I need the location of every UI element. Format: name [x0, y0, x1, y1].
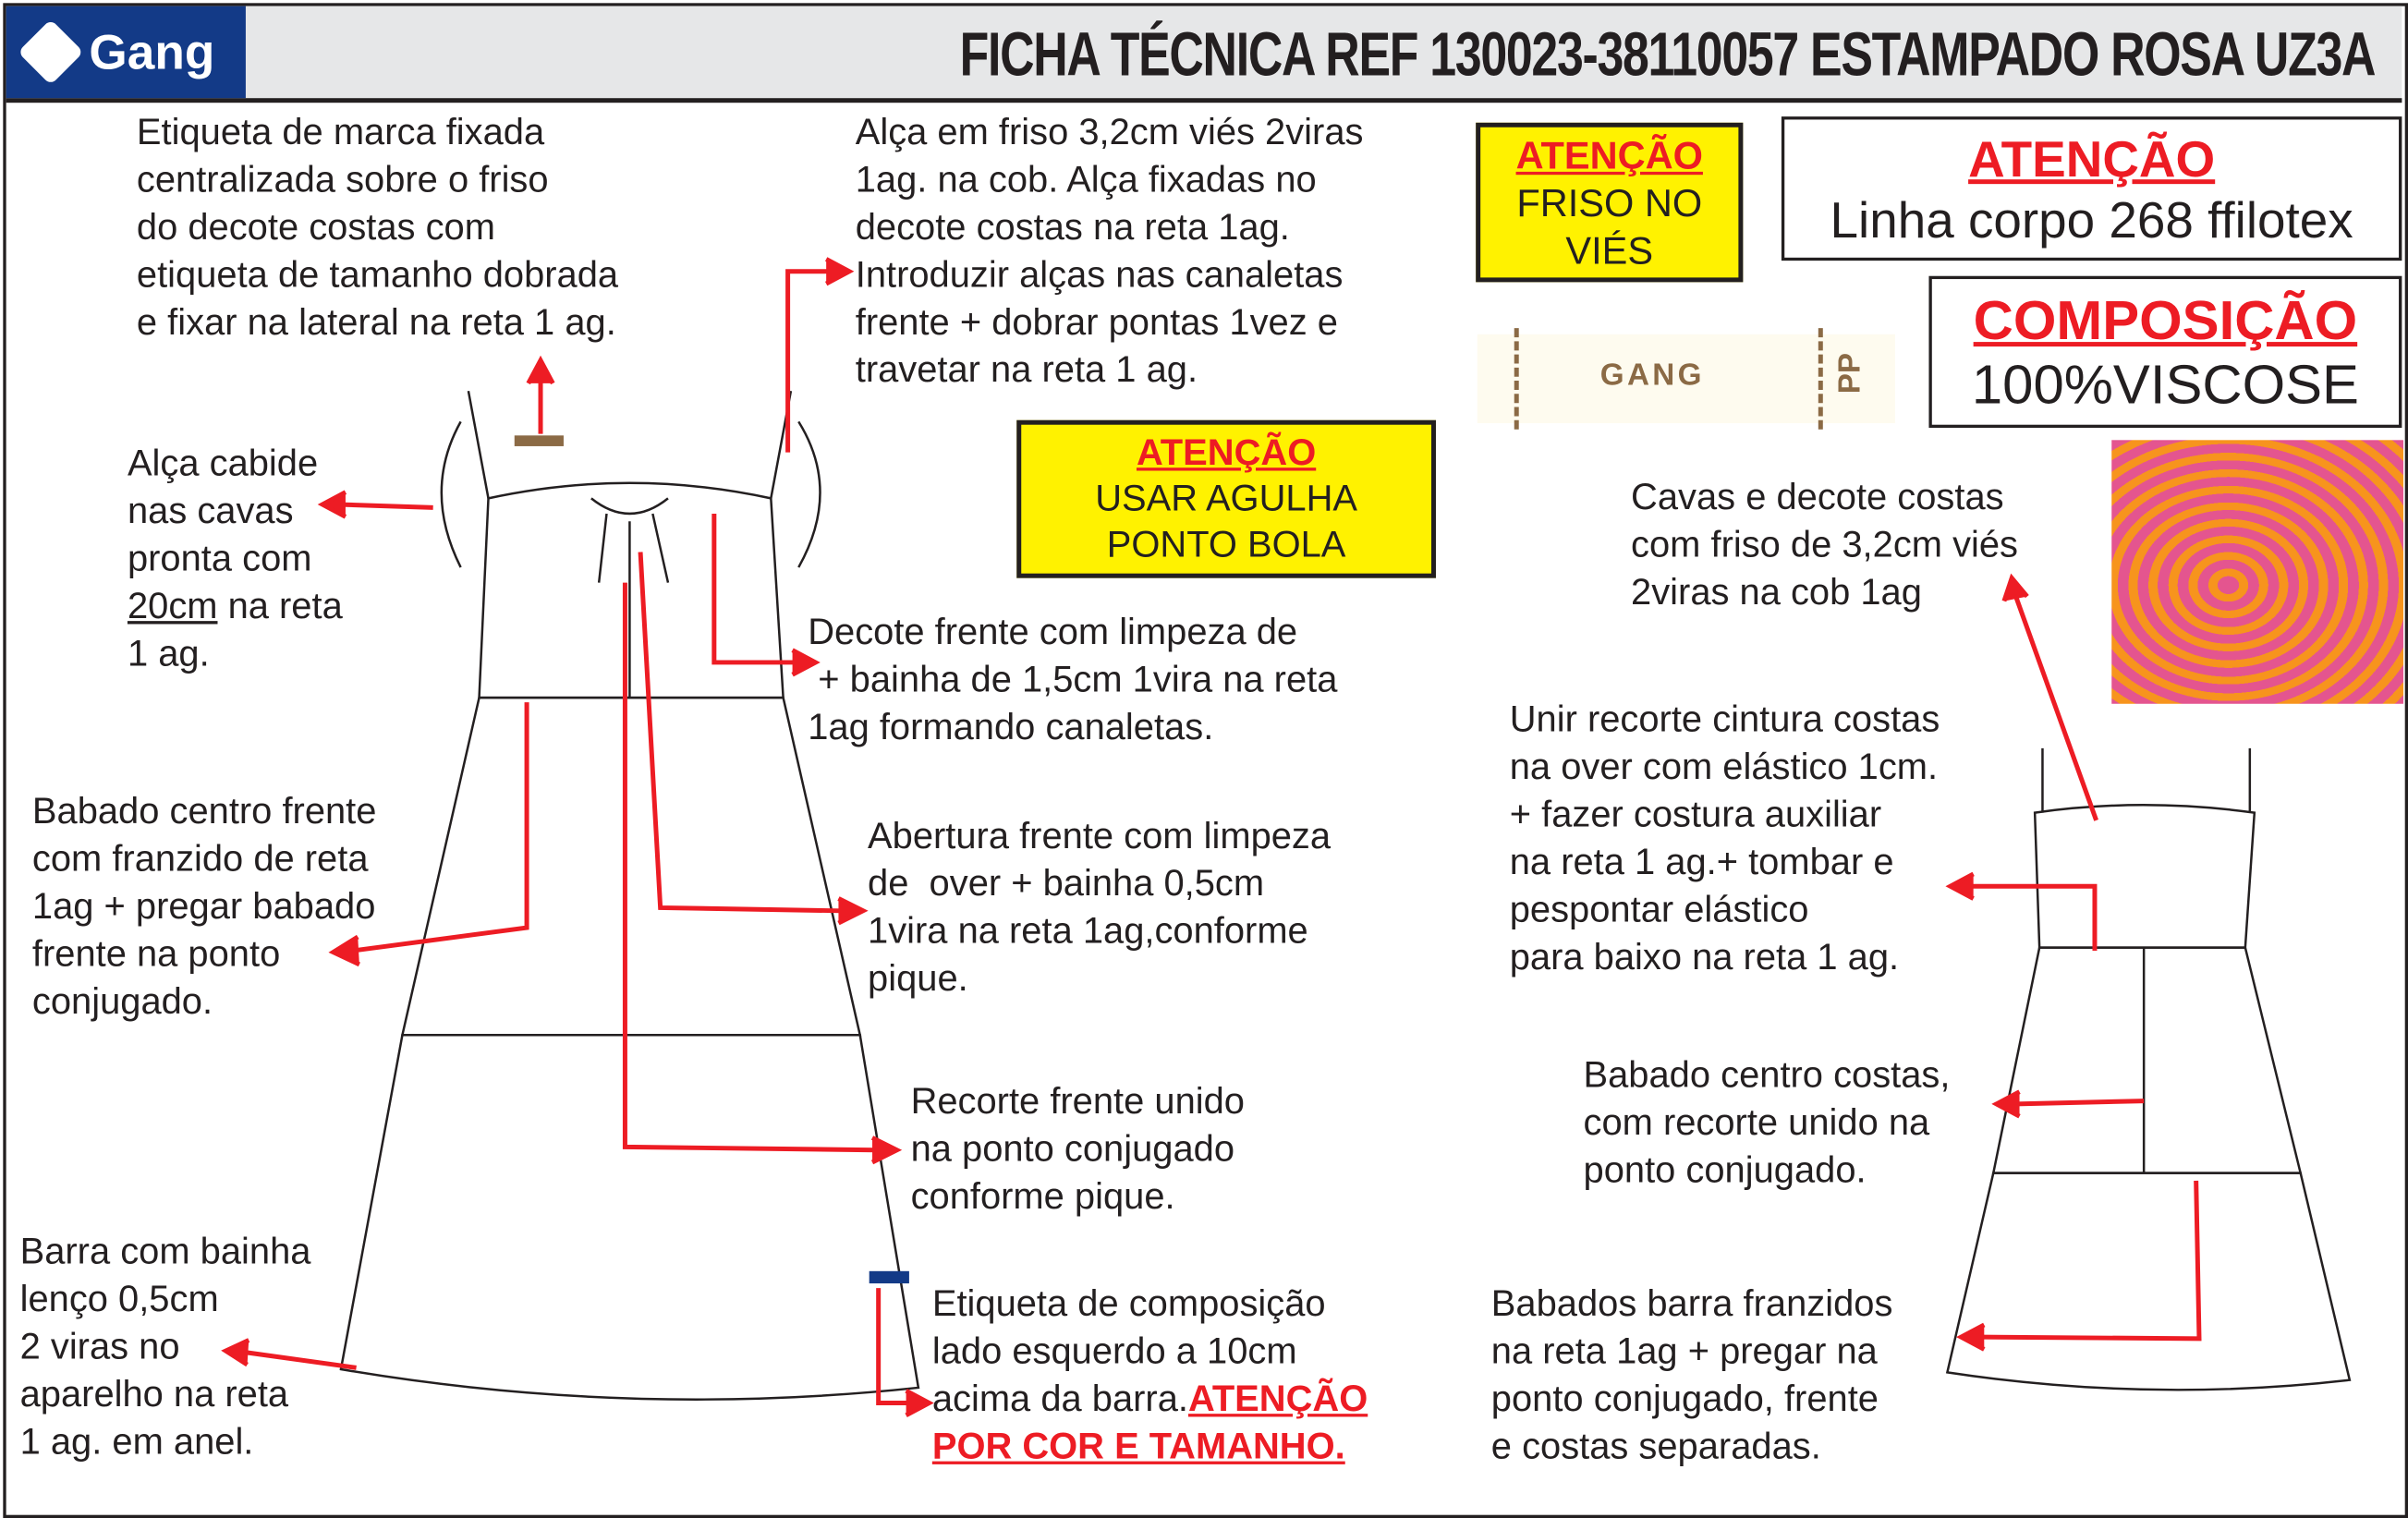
- back-dress-sketch: [1945, 747, 2352, 1391]
- note-text: Alça cabide nas cavas pronta com: [127, 443, 319, 580]
- brand-logo: Gang: [6, 6, 246, 99]
- sheet-frame: [3, 3, 2408, 1518]
- note-babados-barra: Babados barra franzidos na reta 1ag + pr…: [1490, 1283, 1893, 1468]
- alert-title: ATENÇÃO: [1968, 130, 2216, 188]
- note-barra: Barra com bainha lenço 0,5cm 2 viras no …: [19, 1231, 311, 1463]
- stitch-line: [1514, 328, 1519, 430]
- alert-title: ATENÇÃO: [1515, 135, 1703, 178]
- fabric-print-swatch: [2111, 440, 2404, 704]
- composition-title: COMPOSIÇÃO: [1973, 288, 2358, 352]
- composition-text: 100%VISCOSE: [1971, 352, 2359, 416]
- note-babado-costas: Babado centro costas, com recorte unido …: [1583, 1054, 1951, 1192]
- note-abertura-frente: Abertura frente com limpeza de over + ba…: [868, 815, 1332, 1001]
- note-cintura-costas: Unir recorte cintura costas na over com …: [1509, 698, 1940, 978]
- alert-text: Linha corpo 268 ffilotex: [1830, 191, 2353, 249]
- brand-name: Gang: [89, 23, 215, 79]
- alert-text: USAR AGULHA PONTO BOLA: [1095, 478, 1357, 566]
- alert-text: POR COR E TAMANHO.: [931, 1426, 1345, 1468]
- note-alca-friso: Alça em friso 3,2cm viés 2viras 1ag. na …: [855, 112, 1364, 392]
- note-babado-frente: Babado centro frente com franzido de ret…: [31, 791, 377, 1023]
- header: Gang FICHA TÉCNICA REF 130023-38110057 E…: [6, 6, 2402, 103]
- front-dress-sketch: [339, 390, 920, 1401]
- stitch-line: [1818, 328, 1823, 430]
- alert-title: ATENÇÃO: [1136, 432, 1317, 474]
- alert-text: FRISO NO VIÉS: [1516, 182, 1703, 273]
- note-text: Etiqueta de composição lado esquerdo a 1…: [931, 1283, 1326, 1420]
- note-decote-frente: Decote frente com limpeza de + bainha de…: [808, 612, 1338, 748]
- alert-text: ATENÇÃO: [1187, 1378, 1368, 1420]
- note-recorte-frente: Recorte frente unido na ponto conjugado …: [910, 1081, 1245, 1218]
- note-etiqueta-composicao: Etiqueta de composição lado esquerdo a 1…: [932, 1281, 1368, 1471]
- annotation-arrows: [221, 257, 2202, 1418]
- page-title: FICHA TÉCNICA REF 130023-38110057 ESTAMP…: [958, 21, 2376, 90]
- note-text: na reta 1 ag.: [127, 585, 343, 675]
- brand-label-sample: GANG PP: [1477, 328, 1895, 430]
- note-underlined-measure: 20cm: [127, 585, 218, 627]
- note-cavas-costas: Cavas e decote costas com friso de 3,2cm…: [1631, 477, 2019, 613]
- note-etiqueta-marca: Etiqueta de marca fixada centralizada so…: [136, 112, 619, 344]
- label-size: PP: [1833, 352, 1867, 395]
- label-brand: GANG: [1599, 358, 1705, 393]
- note-alca-cabide: Alça cabide nas cavas pronta com 20cm na…: [128, 440, 343, 677]
